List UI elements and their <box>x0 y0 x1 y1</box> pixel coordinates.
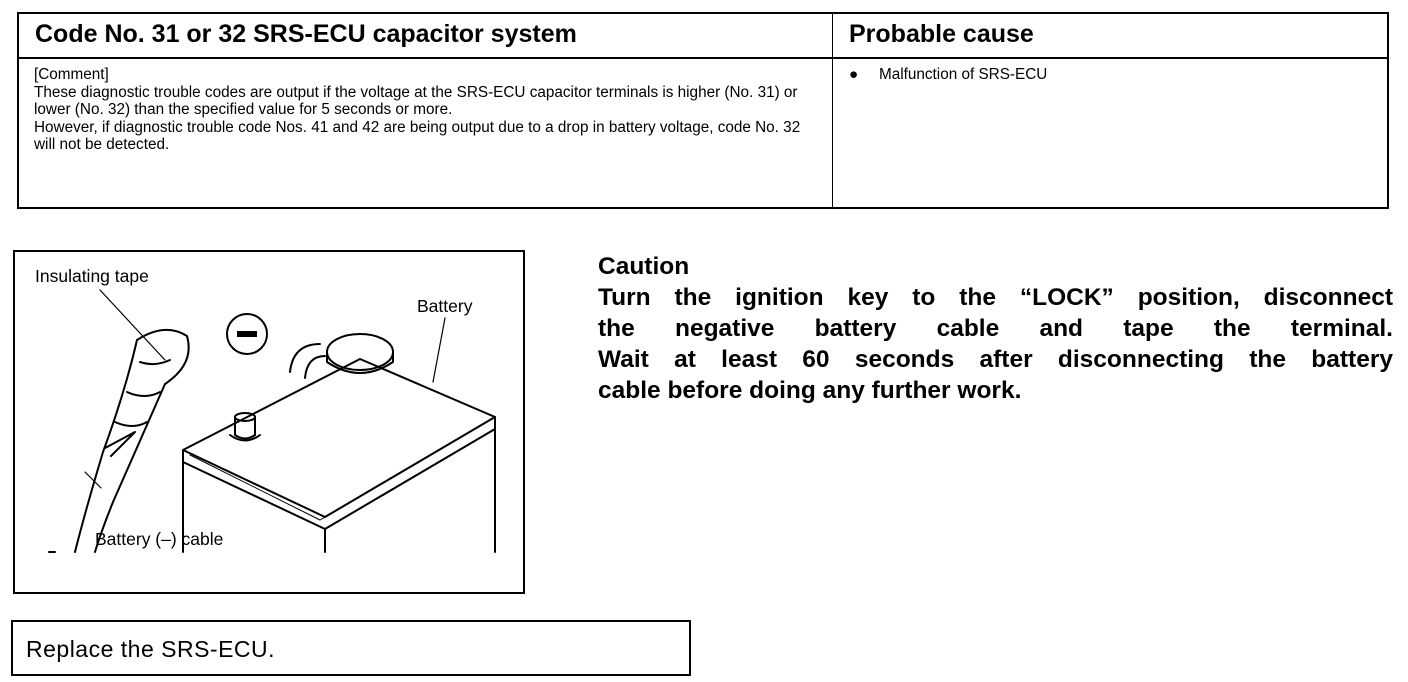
comment-label: [Comment] <box>34 66 109 83</box>
cause-cell: ● Malfunction of SRS-ECU <box>849 66 1047 84</box>
table-header-row <box>19 14 1387 59</box>
action-text: Replace the SRS-ECU. <box>26 636 276 662</box>
battery-drawing <box>48 289 496 553</box>
caution-line-4: cable before doing any further work. <box>598 377 1022 404</box>
comment-cell: [Comment] These diagnostic trouble codes… <box>34 66 824 154</box>
battery-cable-label: Battery (–) cable <box>95 529 224 549</box>
insulating-tape-label: Insulating tape <box>35 266 149 286</box>
diagnostic-table: Code No. 31 or 32 SRS-ECU capacitor syst… <box>17 12 1389 209</box>
bullet-icon: ● <box>849 66 859 83</box>
action-box: Replace the SRS-ECU. <box>11 620 691 676</box>
caution-line-2: the negative battery cable and tape the … <box>598 315 1393 342</box>
battery-label: Battery <box>417 296 473 316</box>
code-header: Code No. 31 or 32 SRS-ECU capacitor syst… <box>35 20 577 48</box>
caution-line-3: Wait at least 60 seconds after disconnec… <box>598 346 1393 373</box>
cause-item: Malfunction of SRS-ECU <box>879 66 1048 83</box>
probable-cause-header: Probable cause <box>849 20 1034 48</box>
caution-line-1: Turn the ignition key to the “LOCK” posi… <box>598 284 1393 311</box>
caution-title: Caution <box>598 253 690 280</box>
battery-illustration: Insulating tape Battery Battery (–) cabl… <box>13 250 525 594</box>
column-divider <box>832 14 833 207</box>
caution-box: Caution Turn the ignition key to the “LO… <box>598 251 1393 406</box>
comment-text-1: These diagnostic trouble codes are outpu… <box>34 83 798 119</box>
comment-text-2: However, if diagnostic trouble code Nos.… <box>34 118 801 154</box>
